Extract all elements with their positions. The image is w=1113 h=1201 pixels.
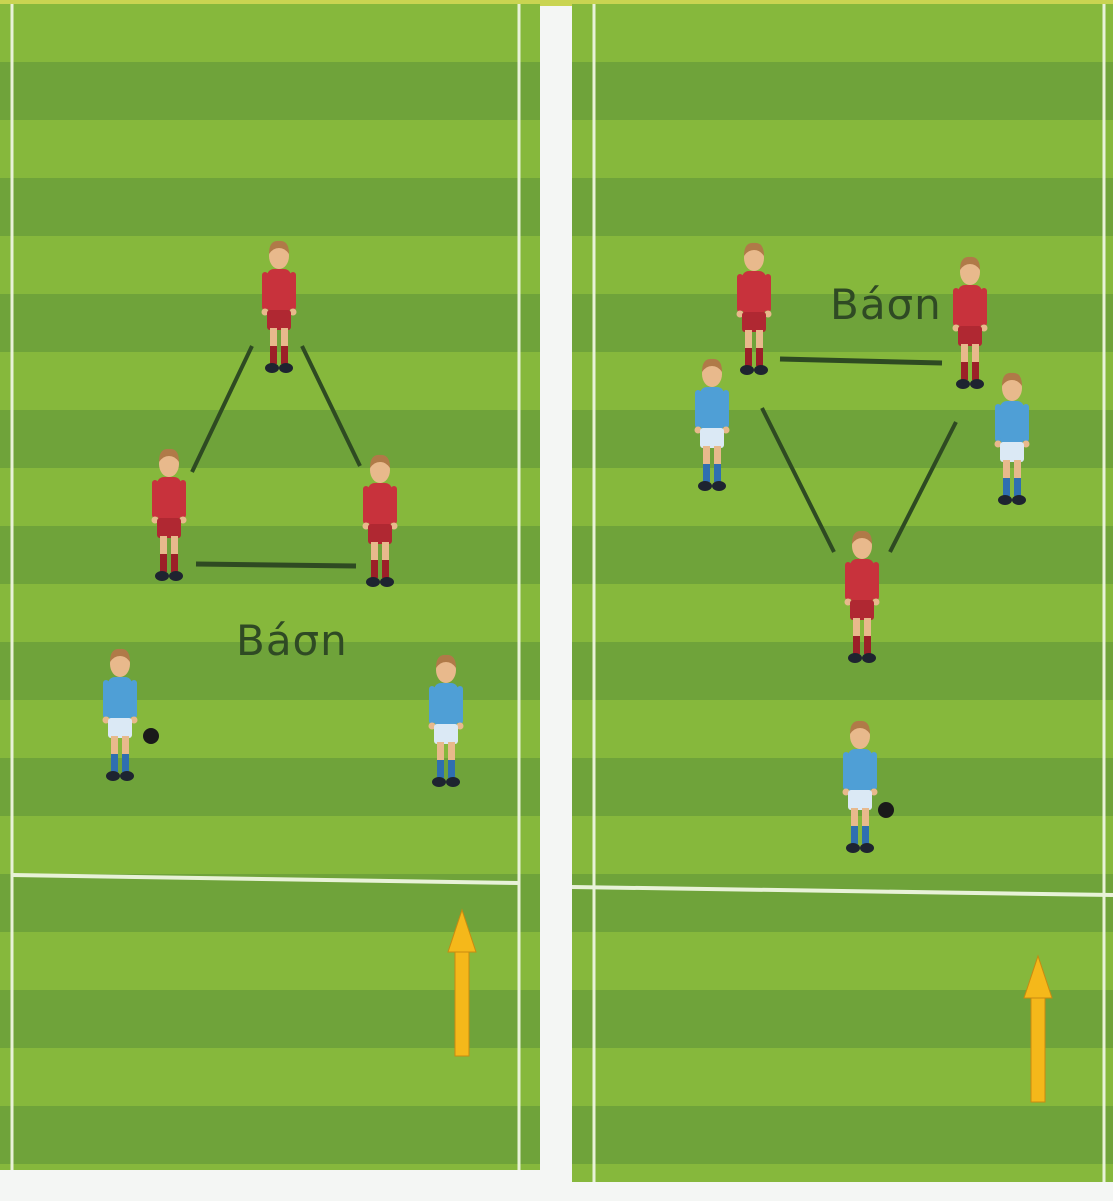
player-red-icon xyxy=(362,454,398,587)
player-red-icon xyxy=(844,530,880,663)
end-line xyxy=(11,873,520,885)
player-blue-icon xyxy=(842,720,878,853)
player-blue-icon xyxy=(102,648,138,781)
ball-icon xyxy=(143,728,159,744)
base-label: Báσn xyxy=(830,280,942,329)
ball-icon xyxy=(878,802,894,818)
connector-line xyxy=(190,345,254,473)
player-red-icon xyxy=(952,256,988,389)
top-band xyxy=(0,0,1113,6)
connector-line xyxy=(760,407,836,553)
connector-line xyxy=(300,345,362,467)
arrow-up-icon xyxy=(447,908,477,1057)
pitch-diagram-left xyxy=(10,4,521,1170)
pitch-diagram-right xyxy=(572,4,1113,1182)
player-blue-icon xyxy=(694,358,730,491)
base-line xyxy=(779,356,943,366)
base-label: Báσn xyxy=(236,616,348,665)
arrow-up-icon xyxy=(1023,954,1053,1103)
pitch-panel-right: Báσn xyxy=(572,4,1113,1182)
end-line xyxy=(572,885,1113,897)
player-red-icon xyxy=(736,242,772,375)
player-red-icon xyxy=(151,448,187,581)
player-blue-icon xyxy=(994,372,1030,505)
player-blue-icon xyxy=(428,654,464,787)
connector-line xyxy=(888,421,958,553)
player-red-icon xyxy=(261,240,297,373)
pitch-panel-left: Báσn xyxy=(0,4,540,1170)
base-line xyxy=(195,561,357,569)
